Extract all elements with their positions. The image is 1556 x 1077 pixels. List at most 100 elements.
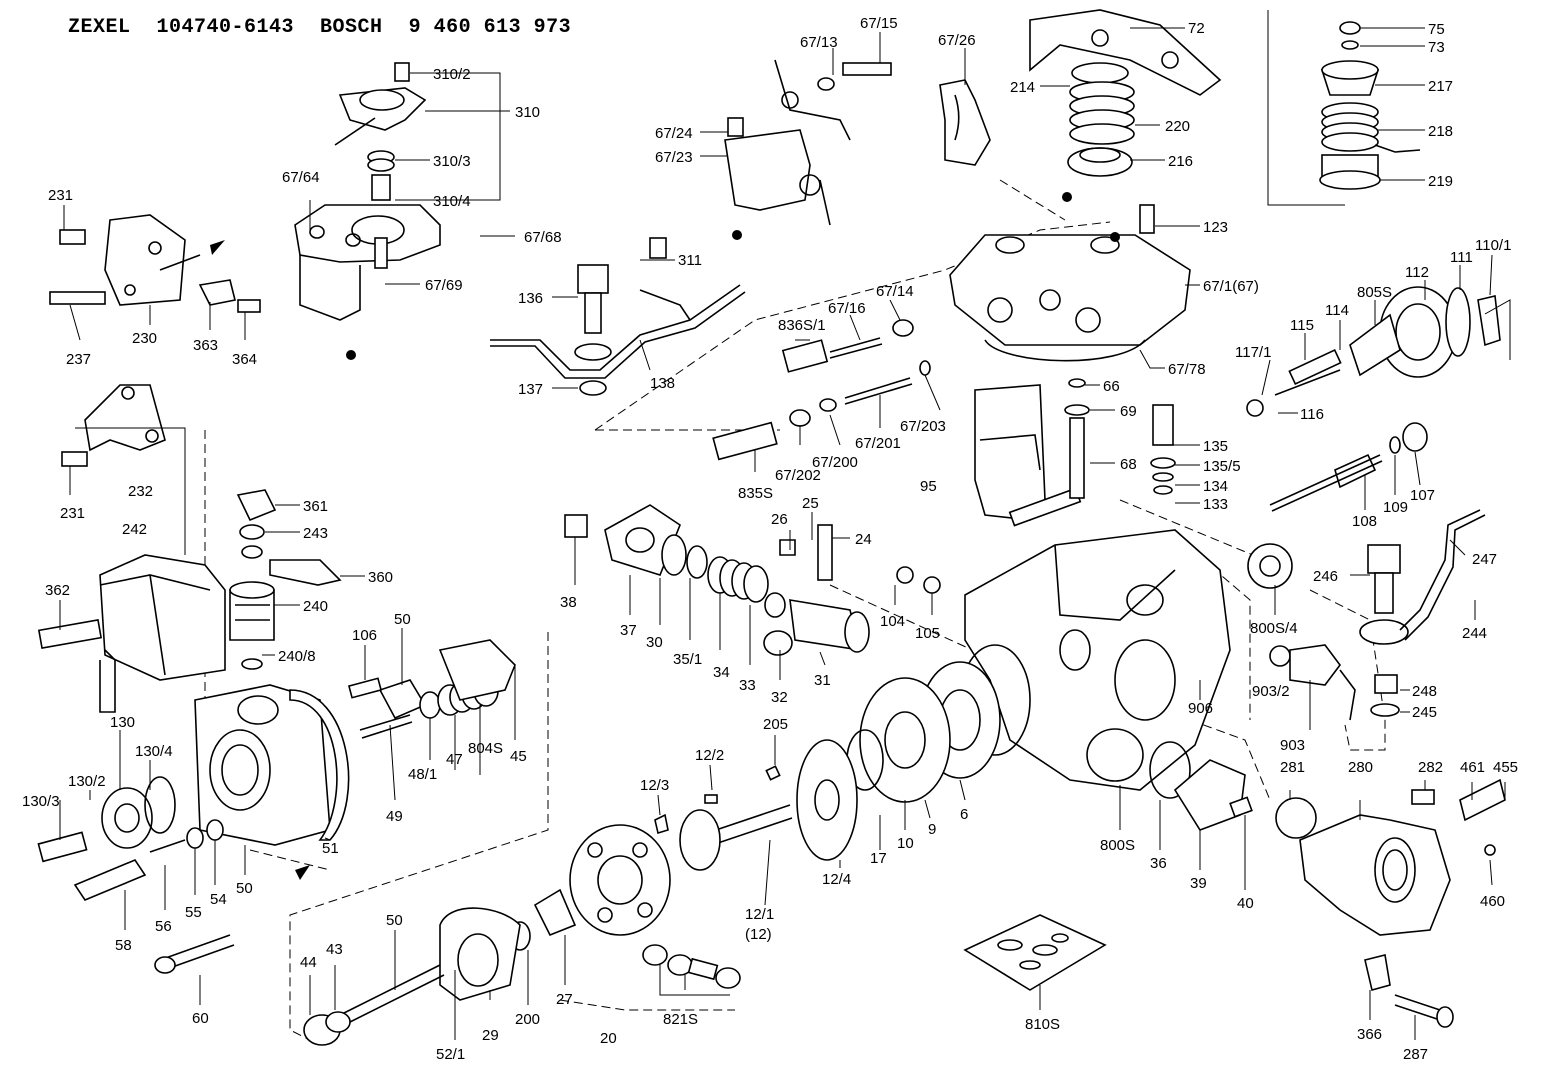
label-810s: 810S (1025, 1016, 1060, 1033)
part-67-64-cover (294, 204, 441, 360)
label-39: 39 (1190, 875, 1207, 892)
label-220: 220 (1165, 118, 1190, 135)
part-310-stop-solenoid (334, 62, 427, 201)
label-108: 108 (1352, 513, 1377, 530)
label-67-64: 67/64 (282, 169, 320, 186)
label-242: 242 (122, 521, 147, 538)
label-200: 200 (515, 1011, 540, 1028)
label-95: 95 (920, 478, 937, 495)
label-117-1: 117/1 (1235, 344, 1271, 361)
label-12-3: 12/3 (640, 777, 669, 794)
label-67-26: 67/26 (938, 32, 976, 49)
label-116: 116 (1300, 406, 1324, 423)
part-72-lever (1029, 9, 1222, 96)
label-138: 138 (650, 375, 675, 392)
label-310-2: 310/2 (433, 66, 471, 83)
part-232-bracket (61, 384, 166, 467)
label-33: 33 (739, 677, 756, 694)
label-107: 107 (1410, 487, 1435, 504)
label-130-4: 130/4 (135, 743, 173, 760)
bosch-part-number: 9 460 613 973 (408, 16, 572, 39)
label-134: 134 (1203, 478, 1228, 495)
label-310-3: 310/3 (433, 153, 471, 170)
label-66: 66 (1103, 378, 1120, 395)
label-67-200: 67/200 (812, 454, 858, 471)
label-903-2: 903/2 (1252, 683, 1290, 700)
label-237: 237 (66, 351, 91, 368)
label-835s: 835S (738, 485, 773, 502)
label-73: 73 (1428, 39, 1445, 56)
label-130-3: 130/3 (22, 793, 60, 810)
label-67-23: 67/23 (655, 149, 693, 166)
label-246: 246 (1313, 568, 1338, 585)
part-217-219-stack (1267, 10, 1421, 206)
label-244: 244 (1462, 625, 1487, 642)
label-106: 106 (352, 627, 377, 644)
label-67-202: 67/202 (775, 467, 821, 484)
label-55: 55 (185, 904, 202, 921)
leader-lines (59, 27, 1511, 1040)
label-12-4: 12/4 (822, 871, 851, 888)
label-58: 58 (115, 937, 132, 954)
label-31: 31 (814, 672, 831, 689)
part-240-solenoid (229, 489, 342, 670)
label-214: 214 (1010, 79, 1035, 96)
label-38: 38 (560, 594, 577, 611)
label-44: 44 (300, 954, 317, 971)
label-60: 60 (192, 1010, 209, 1027)
label-45: 45 (510, 748, 527, 765)
label-12-2: 12/2 (695, 747, 724, 764)
label-104: 104 (880, 613, 905, 630)
label-9: 9 (928, 821, 936, 838)
label-111: 111 (1450, 249, 1473, 266)
label-133: 133 (1203, 496, 1228, 513)
part-pump-body (896, 529, 1293, 791)
label-51: 51 (322, 840, 339, 857)
label-123: 123 (1203, 219, 1228, 236)
label-245: 245 (1412, 704, 1437, 721)
label-67-16: 67/16 (828, 300, 866, 317)
label-248: 248 (1412, 683, 1437, 700)
part-230-bracket (49, 214, 261, 313)
label-26: 26 (771, 511, 788, 528)
part-810s-kit (963, 914, 1107, 991)
label-114: 114 (1325, 302, 1349, 319)
label-10: 10 (897, 835, 914, 852)
label-281: 281 (1280, 759, 1305, 776)
part-labels: 310/2 310 310/3 310/4 67/64 67/68 67/69 … (22, 15, 1518, 1063)
label-240-8: 240/8 (278, 648, 316, 665)
label-216: 216 (1168, 153, 1193, 170)
label-69: 69 (1120, 403, 1137, 420)
part-95-cover (974, 384, 1082, 527)
label-67-69: 67/69 (425, 277, 463, 294)
label-20: 20 (600, 1030, 617, 1047)
label-135-5: 135/5 (1203, 458, 1241, 475)
label-362: 362 (45, 582, 70, 599)
label-34: 34 (713, 664, 730, 681)
part-246-banjo-group (1269, 509, 1486, 721)
part-67-23-lever-bracket (724, 59, 892, 240)
label-363: 363 (193, 337, 218, 354)
maker-label-bosch: BOSCH (320, 16, 383, 39)
label-24: 24 (855, 531, 872, 548)
label-805s: 805S (1357, 284, 1392, 301)
label-280: 280 (1348, 759, 1373, 776)
label-32: 32 (771, 689, 788, 706)
label-311: 311 (678, 252, 702, 269)
label-17: 17 (870, 850, 887, 867)
part-136-138-line (490, 237, 746, 396)
label-43: 43 (326, 941, 343, 958)
label-37: 37 (620, 622, 637, 639)
label-240: 240 (303, 598, 328, 615)
part-38-31-roller-group (564, 504, 870, 656)
label-67-24: 67/24 (655, 125, 693, 142)
label-29: 29 (482, 1027, 499, 1044)
label-455: 455 (1493, 759, 1518, 776)
part-112-timer-assembly (1246, 286, 1501, 417)
label-361: 361 (303, 498, 328, 515)
label-219: 219 (1428, 173, 1453, 190)
label-50-upper: 50 (394, 611, 411, 628)
label-67-13: 67/13 (800, 34, 838, 51)
label-243: 243 (303, 525, 328, 542)
